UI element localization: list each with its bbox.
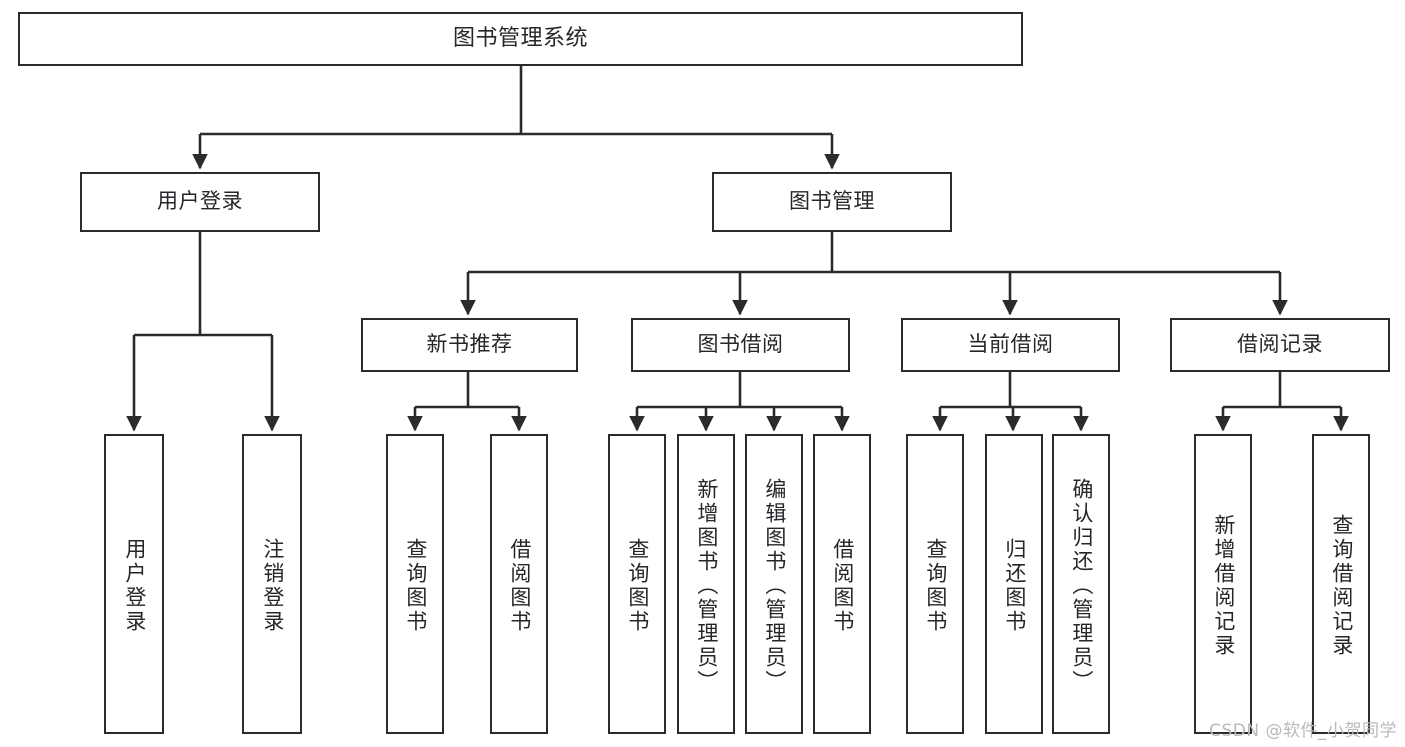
node-leaf-borrow-book-recommend-label: 借阅图书 [507,538,532,634]
node-borrow-record-label: 借阅记录 [1237,332,1323,357]
node-user-login[interactable]: 用户登录 [80,172,320,232]
node-leaf-add-book-admin[interactable]: 新增图书（管理员） [677,434,735,734]
node-borrow-record[interactable]: 借阅记录 [1170,318,1390,372]
node-current-borrow[interactable]: 当前借阅 [901,318,1120,372]
node-leaf-query-book-current-label: 查询图书 [923,538,948,634]
node-book-borrow-label: 图书借阅 [697,332,784,357]
node-book-manage[interactable]: 图书管理 [712,172,952,232]
node-leaf-query-book-borrow-label: 查询图书 [625,538,650,634]
node-leaf-add-borrow-record-label: 新增借阅记录 [1211,514,1236,658]
node-user-login-label: 用户登录 [157,189,243,214]
node-leaf-query-book-current[interactable]: 查询图书 [906,434,964,734]
node-leaf-query-borrow-record[interactable]: 查询借阅记录 [1312,434,1370,734]
node-current-borrow-label: 当前借阅 [967,332,1054,357]
node-leaf-logout[interactable]: 注销登录 [242,434,302,734]
node-leaf-confirm-return-admin-label: 确认归还（管理员） [1069,478,1094,694]
node-root-label: 图书管理系统 [452,25,588,51]
node-leaf-edit-book-admin-label: 编辑图书（管理员） [762,478,787,694]
node-leaf-query-book-recommend-label: 查询图书 [403,538,428,634]
node-leaf-user-login-label: 用户登录 [122,538,147,634]
node-root[interactable]: 图书管理系统 [18,12,1023,66]
node-leaf-return-book[interactable]: 归还图书 [985,434,1043,734]
node-leaf-logout-label: 注销登录 [260,538,285,634]
node-leaf-return-book-label: 归还图书 [1002,538,1027,634]
node-leaf-borrow-book-recommend[interactable]: 借阅图书 [490,434,548,734]
node-new-book-recommend-label: 新书推荐 [426,332,513,357]
node-leaf-borrow-book-label: 借阅图书 [830,538,855,634]
node-leaf-confirm-return-admin[interactable]: 确认归还（管理员） [1052,434,1110,734]
node-leaf-user-login[interactable]: 用户登录 [104,434,164,734]
node-leaf-add-book-admin-label: 新增图书（管理员） [694,478,719,694]
node-leaf-query-borrow-record-label: 查询借阅记录 [1329,514,1354,658]
node-book-borrow[interactable]: 图书借阅 [631,318,850,372]
node-leaf-edit-book-admin[interactable]: 编辑图书（管理员） [745,434,803,734]
node-book-manage-label: 图书管理 [789,189,875,214]
node-leaf-query-book-recommend[interactable]: 查询图书 [386,434,444,734]
node-leaf-borrow-book[interactable]: 借阅图书 [813,434,871,734]
node-leaf-query-book-borrow[interactable]: 查询图书 [608,434,666,734]
node-leaf-add-borrow-record[interactable]: 新增借阅记录 [1194,434,1252,734]
node-new-book-recommend[interactable]: 新书推荐 [361,318,578,372]
